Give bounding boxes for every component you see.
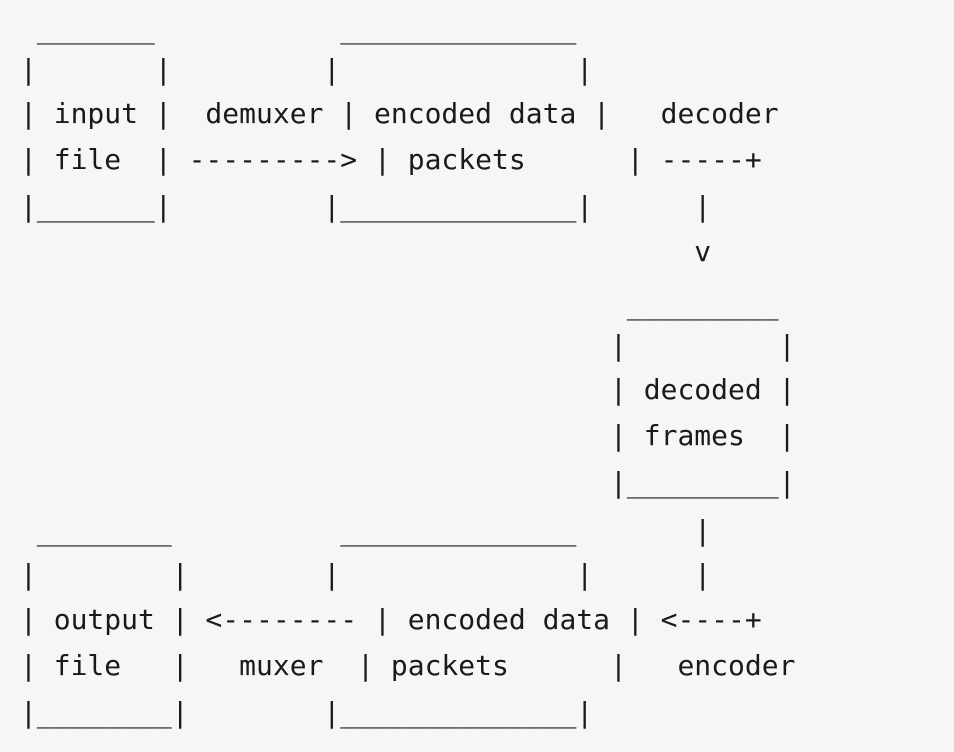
diagram-line-12: ________ ______________ | [20, 514, 712, 547]
diagram-line-5: |_______| |______________| | [20, 190, 712, 223]
diagram-line-6: v [20, 235, 712, 268]
diagram-line-9: | decoded | [20, 373, 796, 406]
diagram-line-11: |_________| [20, 466, 796, 499]
diagram-line-7: _________ [20, 288, 779, 321]
diagram-line-1: _______ ______________ [20, 12, 577, 45]
diagram-line-3: | input | demuxer | encoded data | decod… [20, 97, 779, 130]
diagram-line-4: | file | ---------> | packets | -----+ [20, 143, 762, 176]
diagram-line-2: | | | | [20, 53, 594, 86]
diagram-line-14: | output | <-------- | encoded data | <-… [20, 603, 762, 636]
diagram-line-16: |________| |______________| [20, 696, 594, 729]
diagram-line-15: | file | muxer | packets | encoder [20, 649, 796, 682]
diagram-line-13: | | | | | [20, 558, 712, 591]
diagram-line-10: | frames | [20, 419, 796, 452]
diagram-line-8: | | [20, 329, 796, 362]
